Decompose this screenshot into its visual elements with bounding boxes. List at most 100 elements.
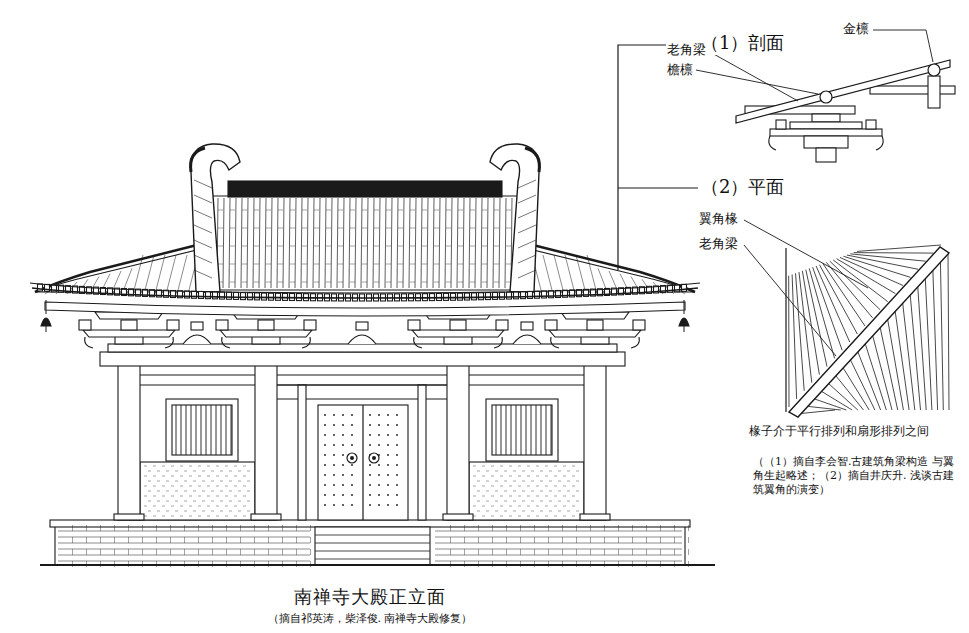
door-stud	[342, 414, 344, 416]
brick-joint	[254, 537, 255, 543]
corner-rafter	[826, 382, 857, 410]
window-bar	[186, 405, 187, 455]
roof-tile-line	[397, 198, 398, 288]
chiwei-scale	[194, 210, 212, 218]
wall-stipple	[234, 506, 237, 507]
wall-stipple	[216, 516, 219, 517]
tile-joint	[398, 282, 403, 283]
wall-stipple	[486, 511, 489, 512]
column-base	[443, 514, 473, 520]
rafter-end	[269, 293, 274, 300]
wall-stipple	[229, 471, 232, 472]
tile-joint	[470, 228, 475, 229]
wall-stipple	[500, 516, 503, 517]
tile-joint	[446, 246, 451, 247]
door-stud	[324, 484, 326, 486]
rafter-end	[241, 293, 246, 300]
door-stud	[396, 444, 398, 446]
tile-joint	[506, 264, 511, 265]
bracket-curve	[414, 337, 422, 348]
rafter-end	[234, 292, 239, 299]
bracket-cap	[804, 136, 848, 148]
wall-stipple	[504, 471, 507, 472]
window-frame	[166, 399, 238, 461]
brick-joint	[114, 537, 115, 543]
wall-stipple	[509, 466, 512, 467]
wall-stipple	[229, 491, 232, 492]
roof-tile-line	[367, 198, 368, 288]
brick-joint	[674, 549, 675, 555]
wall-stipple	[500, 466, 503, 467]
tile-joint	[398, 228, 403, 229]
wall-stipple	[504, 501, 507, 502]
window	[172, 405, 232, 455]
hip-tile	[576, 255, 586, 294]
column-base	[251, 514, 281, 520]
wall-stipple	[216, 476, 219, 477]
part-label: 檐檩	[666, 62, 694, 78]
wall-stipple	[216, 466, 219, 467]
brick-joint	[254, 525, 255, 531]
door-stud	[333, 424, 335, 426]
wall-stipple	[211, 481, 214, 482]
brick-joint	[100, 525, 101, 531]
wall-stipple	[509, 486, 512, 487]
tile-joint	[338, 246, 343, 247]
tile-joint	[266, 246, 271, 247]
tile-joint	[362, 210, 367, 211]
wall-stipple	[175, 511, 178, 512]
tile-joint	[434, 264, 439, 265]
wall-stipple	[171, 506, 174, 507]
wall-stipple	[509, 496, 512, 497]
roof-tile-line	[391, 198, 392, 288]
bracket-block	[587, 320, 603, 330]
tile-joint	[242, 210, 247, 211]
brick-joint	[590, 525, 591, 531]
door-stud	[387, 444, 389, 446]
door-stud	[324, 504, 326, 506]
wall-band	[118, 385, 606, 386]
wall-stipple	[153, 466, 156, 467]
brick-joint	[184, 549, 185, 555]
wall-stipple	[513, 481, 516, 482]
column	[118, 365, 140, 520]
door-stud	[378, 414, 380, 416]
wall-base	[469, 462, 584, 520]
corner-rafter	[823, 264, 865, 326]
wall-stipple	[527, 496, 530, 497]
wall-stipple	[207, 496, 210, 497]
corner-rafter	[895, 309, 909, 410]
roof-tile-line	[505, 198, 506, 288]
wall-stipple	[238, 491, 241, 492]
wall-base	[140, 462, 255, 520]
tie-beam	[870, 86, 955, 94]
wall-stipple	[243, 476, 246, 477]
wall-stipple	[522, 511, 525, 512]
wall-stipple	[576, 501, 579, 502]
wall-band	[118, 375, 606, 376]
brick-joint	[128, 549, 129, 555]
rafter-end	[486, 293, 491, 300]
bell-clapper	[684, 326, 685, 332]
brick-joint	[212, 537, 213, 543]
wall-stipple	[229, 481, 232, 482]
tile-joint	[386, 210, 391, 211]
wall-stipple	[166, 511, 169, 512]
door-stud	[333, 454, 335, 456]
wall-stipple	[545, 516, 548, 517]
tile-joint	[374, 228, 379, 229]
wall-stipple	[531, 481, 534, 482]
roof-tile-line	[331, 198, 332, 288]
wall-stipple	[563, 496, 566, 497]
roof-tile-line	[427, 198, 428, 288]
wall-stipple	[247, 481, 250, 482]
tile-joint	[482, 228, 487, 229]
wall-stipple	[247, 471, 250, 472]
tile-joint	[446, 264, 451, 265]
column	[447, 365, 469, 520]
wall-stipple	[545, 476, 548, 477]
wall-stipple	[513, 491, 516, 492]
camel-hump	[183, 335, 211, 344]
wall-stipple	[216, 496, 219, 497]
door-stud	[396, 484, 398, 486]
